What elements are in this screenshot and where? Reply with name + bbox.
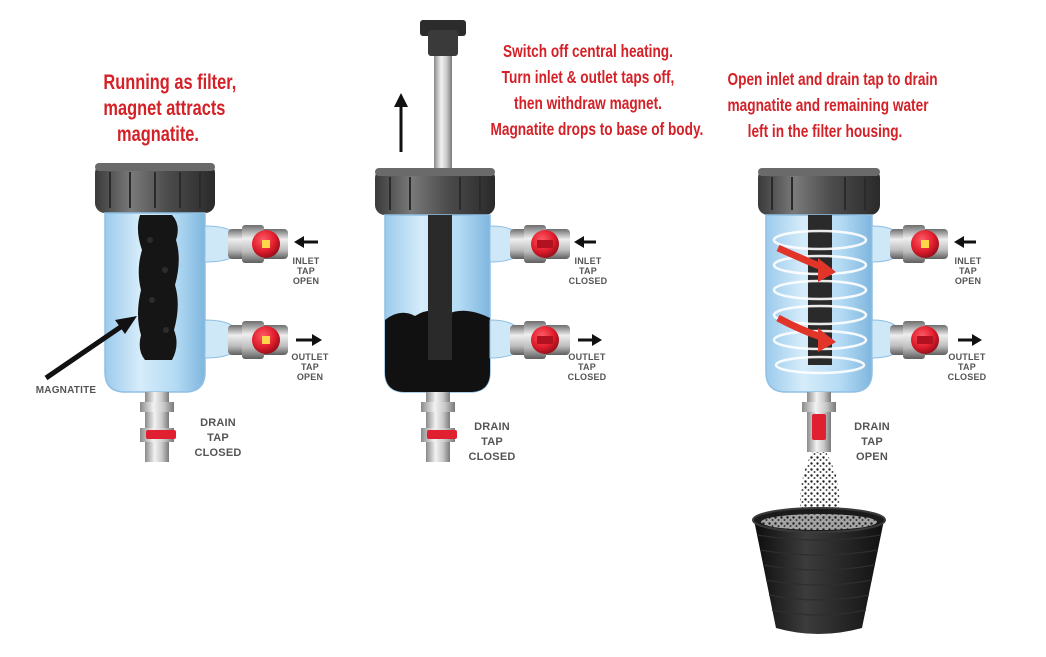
magnatite-callout: MAGNATITE [35,385,97,396]
label-line: TAP [861,436,883,448]
panel-3-title-line: left in the filter housing. [747,121,903,141]
panel-3-title: Open inlet and drain tap to drain magnat… [727,66,938,144]
panel-2-title-line: Switch off central heating. [503,41,673,61]
panel-1-title-line: magnatite. [117,123,199,146]
panel-1-title-line: magnet attracts [103,97,226,120]
label-line: TAP [207,432,229,444]
withdraw-arrow-icon [394,93,408,152]
label-line: DRAIN [854,421,890,433]
label-line: INLET [292,256,320,266]
label-line: OUTLET [948,352,986,362]
panel-3-filter [752,168,948,634]
label-line: OPEN [954,276,982,286]
label-line: TAP [297,266,315,276]
label-line: TAP [481,436,503,448]
label-line: CLOSED [567,372,607,382]
panel-2-outlet-label: OUTLET TAP CLOSED [564,352,610,382]
panel-1-inlet-label: INLET TAP OPEN [286,256,326,286]
panel-3-title-line: magnatite and remaining water [727,95,929,115]
magnatite-pointer-arrow [44,319,130,381]
panel-2-title: Switch off central heating. Turn inlet &… [490,38,704,142]
label-line: DRAIN [474,421,510,433]
label-line: CLOSED [568,276,608,286]
panel-1-outlet-label: OUTLET TAP OPEN [288,352,332,382]
collection-bucket [752,507,886,634]
label-line: CLOSED [947,372,987,382]
panel-2-inlet-label: INLET TAP CLOSED [566,256,610,286]
label-line: CLOSED [468,451,516,463]
panel-2-drain-label: DRAIN TAP CLOSED [462,420,522,465]
draining-magnatite [799,452,840,520]
panel-3-title-line: Open inlet and drain tap to drain [727,69,938,89]
label-line: INLET [574,256,602,266]
label-line: INLET [954,256,982,266]
label-line: OPEN [296,372,324,382]
label-line: OUTLET [568,352,606,362]
panel-2-filter [375,20,570,462]
label-line: TAP [579,266,597,276]
label-line: DRAIN [200,417,236,429]
label-line: TAP [301,362,319,372]
label-line: TAP [578,362,596,372]
panel-1-drain-label: DRAIN TAP CLOSED [188,416,248,461]
panel-1-filter [44,163,288,462]
label-line: OPEN [856,451,888,463]
flow-arrow-icon [294,236,982,346]
label-line: TAP [959,266,977,276]
label-line: OUTLET [291,352,329,362]
label-line: CLOSED [194,447,242,459]
label-line: OPEN [292,276,320,286]
panel-3-drain-label: DRAIN TAP OPEN [842,420,902,465]
panel-1-title: Running as filter, magnet attracts magna… [103,70,237,148]
swirl-arrow-icon [772,229,868,375]
panel-3-inlet-label: INLET TAP OPEN [946,256,990,286]
panel-2-title-line: Magnatite drops to base of body. [490,119,704,139]
label-line: TAP [958,362,976,372]
panel-2-title-line: then withdraw magnet. [514,93,662,113]
panel-2-title-line: Turn inlet & outlet taps off, [501,67,675,87]
panel-1-title-line: Running as filter, [103,71,237,94]
panel-3-outlet-label: OUTLET TAP CLOSED [944,352,990,382]
